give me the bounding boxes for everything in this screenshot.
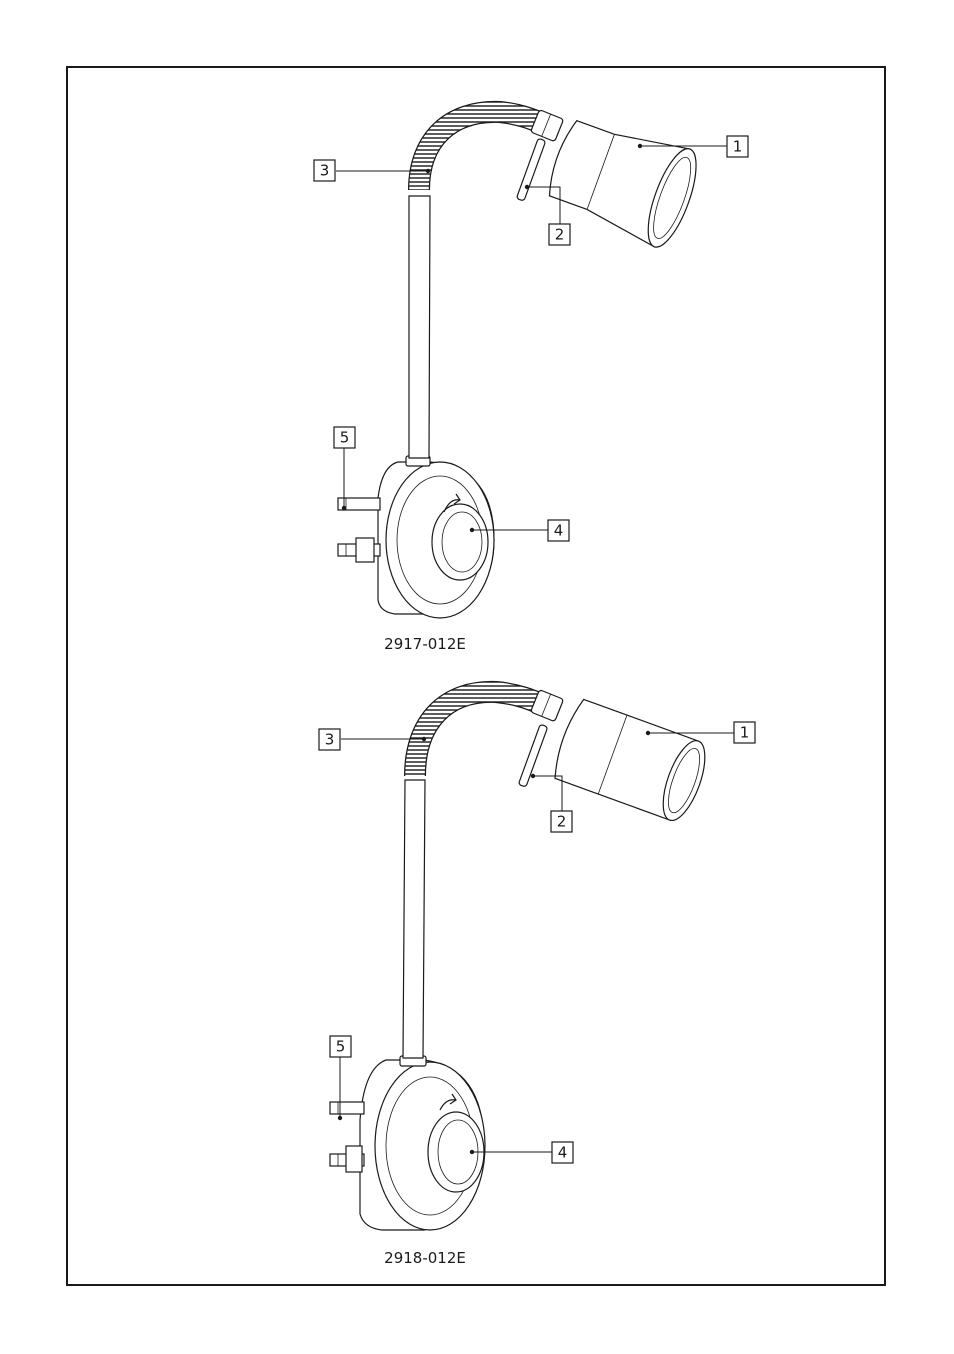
lamp-figure-1: 1 2 3 4 5 [314,107,748,618]
svg-text:4: 4 [558,1144,568,1162]
svg-text:5: 5 [340,429,350,447]
straight-arm [409,196,430,458]
switch-knob [432,504,488,580]
spot-switch-rod [516,138,545,201]
lamp-figure-2: 1 2 3 4 5 [319,690,755,1230]
svg-text:2: 2 [555,226,565,244]
model-number-1: 2917-012E [384,635,466,653]
svg-text:1: 1 [740,724,750,742]
straight-arm [403,780,425,1058]
svg-text:3: 3 [320,162,330,180]
model-number-2: 2918-012E [384,1249,466,1267]
svg-text:2: 2 [557,813,567,831]
svg-text:5: 5 [336,1038,346,1056]
plug-pin-top [330,1102,364,1114]
svg-text:3: 3 [325,731,335,749]
svg-text:4: 4 [554,522,564,540]
svg-text:1: 1 [733,138,743,156]
